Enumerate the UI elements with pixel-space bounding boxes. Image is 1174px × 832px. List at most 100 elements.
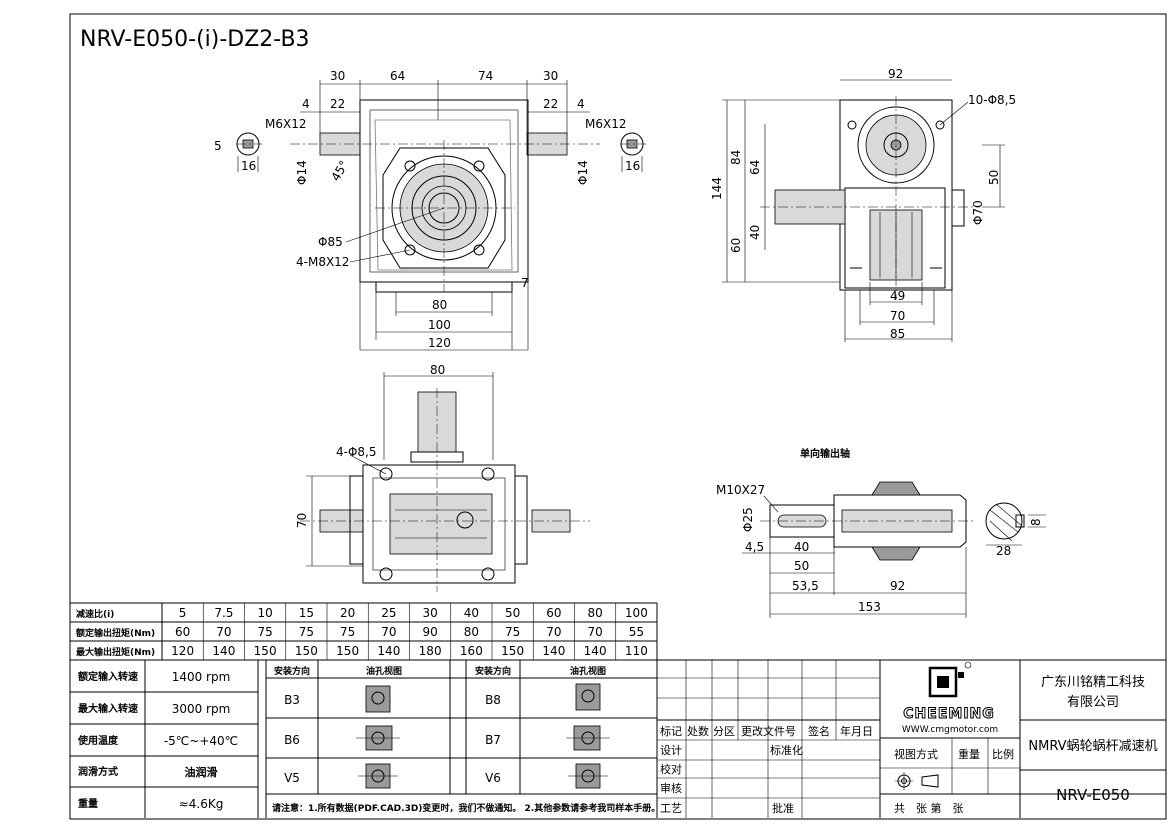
dim-30-right: 30 (543, 69, 558, 83)
rated-torque-cell: 55 (629, 625, 644, 639)
ratio-cell: 20 (340, 606, 355, 620)
side-92-label: 92 (888, 67, 903, 81)
width-120-label: 120 (428, 336, 451, 350)
max-torque-cell: 150 (501, 644, 524, 658)
oil-view-v6-icon (568, 763, 608, 789)
ratio-cell: 5 (179, 606, 187, 620)
shaft-45-label: 4,5 (745, 540, 764, 554)
rated-row-label: 额定输出扭矩(Nm) (76, 627, 155, 639)
max-torque-cell: 120 (171, 644, 194, 658)
m6-right-label: M6X12 (585, 117, 626, 131)
max-torque-cell: 150 (336, 644, 359, 658)
product-code: NRV-E050 (1056, 786, 1130, 804)
shaft-535-label: 53,5 (792, 579, 819, 593)
shaft-50-label: 50 (794, 559, 809, 573)
max-torque-cell: 140 (212, 644, 235, 658)
angle-45-label: 45° (328, 158, 351, 183)
shaft-d25-label: Φ25 (741, 507, 755, 532)
ratio-cell: 10 (257, 606, 272, 620)
width-80-label: 80 (432, 298, 447, 312)
key-16-left-label: 16 (241, 159, 256, 173)
ratio-cell: 40 (464, 606, 479, 620)
tb-weight: 重量 (958, 747, 980, 761)
ratio-cell: 25 (381, 606, 396, 620)
rated-torque-cell: 70 (546, 625, 561, 639)
spec-label-lubrication: 润滑方式 (78, 765, 118, 778)
tb-standard: 标准化 (770, 743, 803, 757)
rated-torque-cell: 70 (216, 625, 231, 639)
rated-torque-cell: 75 (299, 625, 314, 639)
dim-22-left: 22 (330, 97, 345, 111)
product-name: NMRV蜗轮蜗杆减速机 (1028, 738, 1157, 754)
mount-b6: B6 (284, 733, 300, 747)
ratio-row-label: 减速比(i) (76, 608, 114, 620)
dim-64: 64 (390, 69, 405, 83)
spec-value-rated-speed: 1400 rpm (172, 670, 231, 684)
output-shaft-view: 单向输出轴 8 28 M10X27 Φ25 4,5 40 50 53,5 92 … (716, 447, 1046, 618)
key-16-right-label: 16 (625, 159, 640, 173)
side-view: 92 10-Φ8,5 144 84 64 60 40 (710, 67, 1016, 342)
tb-mark: 标记 (660, 724, 682, 738)
rated-torque-cell: 70 (587, 625, 602, 639)
oil-view-b3-icon (365, 685, 391, 713)
shaft-28-label: 28 (996, 544, 1011, 558)
side-84-label: 84 (729, 150, 743, 165)
tb-count: 处数 (687, 725, 709, 738)
ratio-cell: 60 (546, 606, 561, 620)
side-holes-label: 10-Φ8,5 (968, 93, 1016, 107)
side-70-label: 70 (890, 309, 905, 323)
drawing-title: NRV-E050-(i)-DZ2-B3 (80, 27, 310, 52)
spec-table: 额定输入转速 1400 rpm 最大输入转速 3000 rpm 使用温度 -5℃… (69, 660, 259, 818)
front-view: 30 64 74 30 4 22 22 4 M6X12 M6X12 (214, 69, 646, 351)
ratio-cell: 50 (505, 606, 520, 620)
bottom-70-label: 70 (295, 513, 309, 528)
title-block: 标记 处数 分区 更改文件号 签名 年月日 设计 标准化 校对 审核 工艺 批准… (657, 659, 1166, 818)
bottom-view: 80 4-Φ8,5 70 (295, 363, 590, 592)
rated-torque-cell: 75 (505, 625, 520, 639)
max-torque-cell: 110 (625, 644, 648, 658)
mounting-table: 安装方向 油孔视图 安装方向 油孔视图 B3 B6 V5 B8 B7 V6 请注… (265, 659, 660, 818)
shaft-92-label: 92 (890, 579, 905, 593)
bottom-holes-label: 4-Φ8,5 (336, 445, 377, 459)
side-d70-label: Φ70 (971, 200, 985, 225)
rated-torque-cell: 60 (175, 625, 190, 639)
spec-value-weight: ≈4.6Kg (179, 797, 224, 811)
shaft-key-8-label: 8 (1029, 518, 1043, 526)
spec-value-max-speed: 3000 rpm (172, 702, 231, 716)
mount-v6: V6 (485, 771, 501, 785)
spec-value-temperature: -5℃~+40℃ (164, 734, 238, 748)
d14-left-label: Φ14 (295, 160, 309, 185)
mount-b3: B3 (284, 693, 300, 707)
dim-22-right: 22 (543, 97, 558, 111)
max-torque-cell: 150 (254, 644, 277, 658)
spec-label-temperature: 使用温度 (77, 734, 119, 747)
rated-torque-cell: 80 (464, 625, 479, 639)
mount-b8: B8 (485, 693, 501, 707)
ratio-cell: 7.5 (214, 606, 233, 620)
tb-design: 设计 (660, 744, 682, 757)
shaft-title: 单向输出轴 (800, 447, 850, 460)
tb-change-doc: 更改文件号 (741, 724, 796, 738)
spec-value-lubrication: 油润滑 (185, 765, 218, 779)
side-144-label: 144 (710, 177, 724, 200)
oil-view-header-left: 油孔视图 (366, 665, 402, 677)
dim-74: 74 (478, 69, 493, 83)
mount-v5: V5 (284, 771, 300, 785)
max-torque-cell: 150 (295, 644, 318, 658)
website: WWW.cmgmotor.com (902, 725, 998, 735)
tb-proofread: 校对 (660, 762, 682, 776)
oil-view-header-right: 油孔视图 (570, 665, 606, 677)
tb-signature: 签名 (808, 724, 830, 738)
mount-dir-header-right: 安装方向 (475, 665, 511, 677)
tb-approve: 批准 (772, 801, 794, 815)
max-torque-cell: 160 (460, 644, 483, 658)
rated-torque-cell: 75 (257, 625, 272, 639)
side-50-label: 50 (987, 170, 1001, 185)
tb-sheets: 共 张 第 张 (894, 801, 964, 815)
key-5-label: 5 (214, 139, 222, 153)
side-49-label: 49 (890, 289, 905, 303)
mount-dir-header-left: 安装方向 (274, 665, 310, 677)
width-100-label: 100 (428, 318, 451, 332)
projection-symbol-icon (895, 772, 939, 790)
